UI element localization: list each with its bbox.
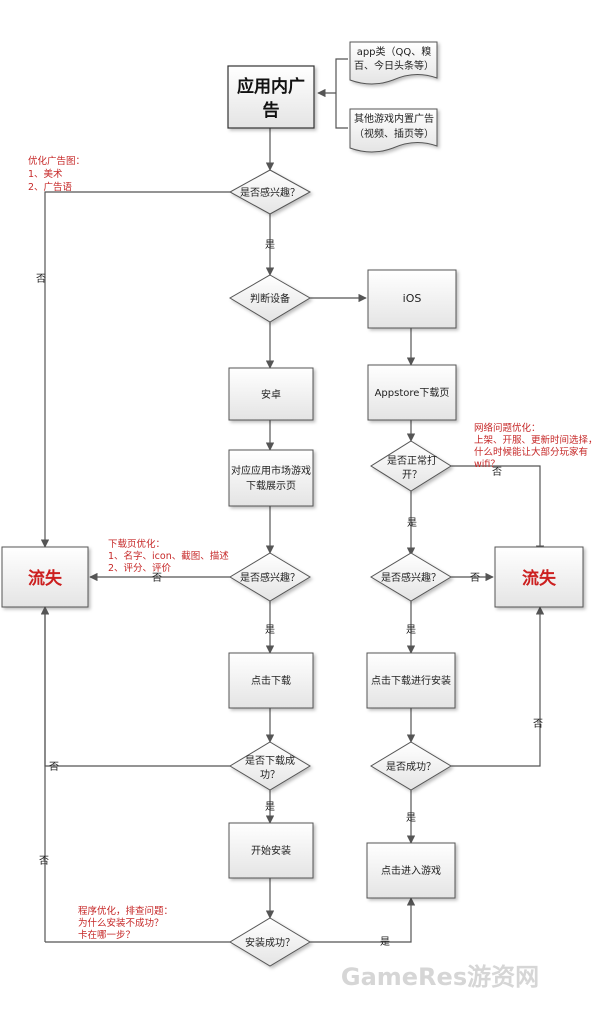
interest1-label: 是否感兴趣？	[240, 186, 300, 199]
note-network-optimization: 网络问题优化： 上架、开服、更新时间选择， 什么时候能让大部分玩家有 wifi？	[474, 422, 598, 470]
edge-no-1: 否	[36, 273, 46, 285]
doc-game-shape	[349, 108, 438, 153]
edge-yes-1: 是	[265, 239, 275, 251]
edge-yes-dlok: 是	[265, 801, 275, 813]
note-page-line0: 下载页优化：	[108, 538, 165, 550]
start-install-label: 开始安装	[251, 844, 291, 857]
connector-success-no	[451, 606, 545, 767]
lost-right-label: 流失	[522, 568, 557, 589]
device-label: 判断设备	[250, 292, 290, 305]
box-shapes	[1, 65, 584, 899]
note-prog-line0: 程序优化，排查问题：	[78, 905, 173, 917]
connectors	[40, 58, 545, 943]
lost-right-box	[494, 546, 584, 608]
interest2-label: 是否感兴趣？	[240, 571, 300, 584]
enter-game-label: 点击进入游戏	[381, 864, 441, 877]
connector-dlok-no	[40, 606, 230, 767]
install-ok-diamond	[229, 917, 311, 967]
market-box	[228, 449, 314, 507]
enter-game-box	[366, 842, 456, 899]
connector-openok-no	[450, 465, 545, 554]
note-program-optimization: 程序优化，排查问题： 为什么安装不成功？ 卡在哪一步？	[78, 905, 173, 941]
appstore-label: Appstore下载页	[375, 387, 450, 399]
note-page-optimization: 下载页优化： 1、名字、icon、截图、描述 2、评分、评价	[108, 538, 229, 574]
ios-label: iOS	[403, 292, 422, 305]
edge-no-installok: 否	[39, 855, 49, 867]
note-ad-line2: 2、广告语	[28, 181, 73, 193]
success-diamond	[370, 741, 452, 791]
start-install-box	[228, 822, 314, 879]
success-label: 是否成功？	[386, 761, 436, 773]
note-ad-line1: 1、美术	[28, 168, 63, 180]
note-page-line2: 2、评分、评价	[108, 563, 172, 574]
edge-yes-interest2: 是	[265, 624, 275, 636]
lost-left-box	[1, 546, 89, 608]
doc-app-line1: app类（QQ、糗	[357, 45, 432, 58]
edge-no-interest3: 否	[470, 572, 480, 584]
note-prog-line2: 卡在哪一步？	[78, 929, 135, 941]
note-ad-optimization: 优化广告图： 1、美术 2、广告语	[28, 155, 85, 193]
install-ok-label: 安装成功？	[245, 936, 295, 949]
lost-left-label: 流失	[28, 568, 63, 589]
open-ok-line2: 开？	[402, 470, 422, 481]
note-net-line2: 什么时候能让大部分玩家有	[474, 446, 588, 458]
interest3-diamond	[370, 552, 452, 602]
android-label: 安卓	[261, 388, 281, 401]
diamond-shapes	[228, 169, 452, 967]
connector-interest1-no	[40, 191, 230, 548]
open-ok-line1: 是否正常打	[387, 454, 437, 467]
edge-no-dlok: 否	[49, 761, 59, 773]
edge-yes-installok: 是	[380, 936, 390, 948]
click-download-box	[228, 652, 314, 709]
edge-no-interest2: 否	[152, 572, 162, 584]
ad-box	[227, 65, 315, 129]
edge-no-openok: 否	[492, 466, 502, 478]
note-net-line0: 网络问题优化：	[474, 422, 541, 434]
ad-title-line1: 应用内广	[237, 76, 305, 97]
device-diamond	[229, 274, 311, 323]
interest3-label: 是否感兴趣？	[381, 571, 441, 584]
appstore-box	[367, 364, 457, 421]
edge-no-success: 否	[533, 718, 543, 730]
edge-yes-openok: 是	[407, 517, 417, 529]
note-prog-line1: 为什么安装不成功？	[78, 917, 164, 929]
watermark: GameRes游资网	[341, 963, 539, 991]
click-install-label: 点击下载进行安装	[371, 674, 451, 687]
click-download-label: 点击下载	[251, 675, 291, 687]
interest1-diamond	[228, 169, 312, 215]
doc-app-line2: 百、今日头条等）	[354, 59, 434, 72]
download-ok-line1: 是否下载成	[245, 755, 295, 767]
open-ok-diamond	[370, 440, 452, 492]
android-box	[228, 367, 314, 421]
market-label-line1: 对应应用市场游戏	[231, 464, 311, 477]
edge-yes-interest3: 是	[406, 624, 416, 636]
note-net-line3: wifi？	[474, 459, 500, 470]
note-ad-line0: 优化广告图：	[28, 155, 85, 167]
doc-app-shape	[349, 41, 438, 85]
market-label-line2: 下载展示页	[246, 480, 296, 492]
note-page-line1: 1、名字、icon、截图、描述	[108, 550, 229, 562]
download-ok-diamond	[229, 741, 311, 791]
edge-yes-success: 是	[406, 812, 416, 824]
doc-game-line1: 其他游戏内置广告	[354, 112, 434, 125]
doc-game-line2: （视频、插页等）	[354, 127, 434, 140]
ad-title-line2: 告	[263, 100, 280, 121]
connector-installok-yes	[310, 897, 416, 943]
interest2-diamond	[229, 552, 311, 602]
note-net-line1: 上架、开服、更新时间选择，	[474, 434, 598, 446]
connector-docs-bracket	[335, 58, 348, 129]
ios-box	[367, 269, 457, 329]
click-install-box	[366, 652, 456, 709]
download-ok-line2: 功？	[260, 769, 280, 781]
